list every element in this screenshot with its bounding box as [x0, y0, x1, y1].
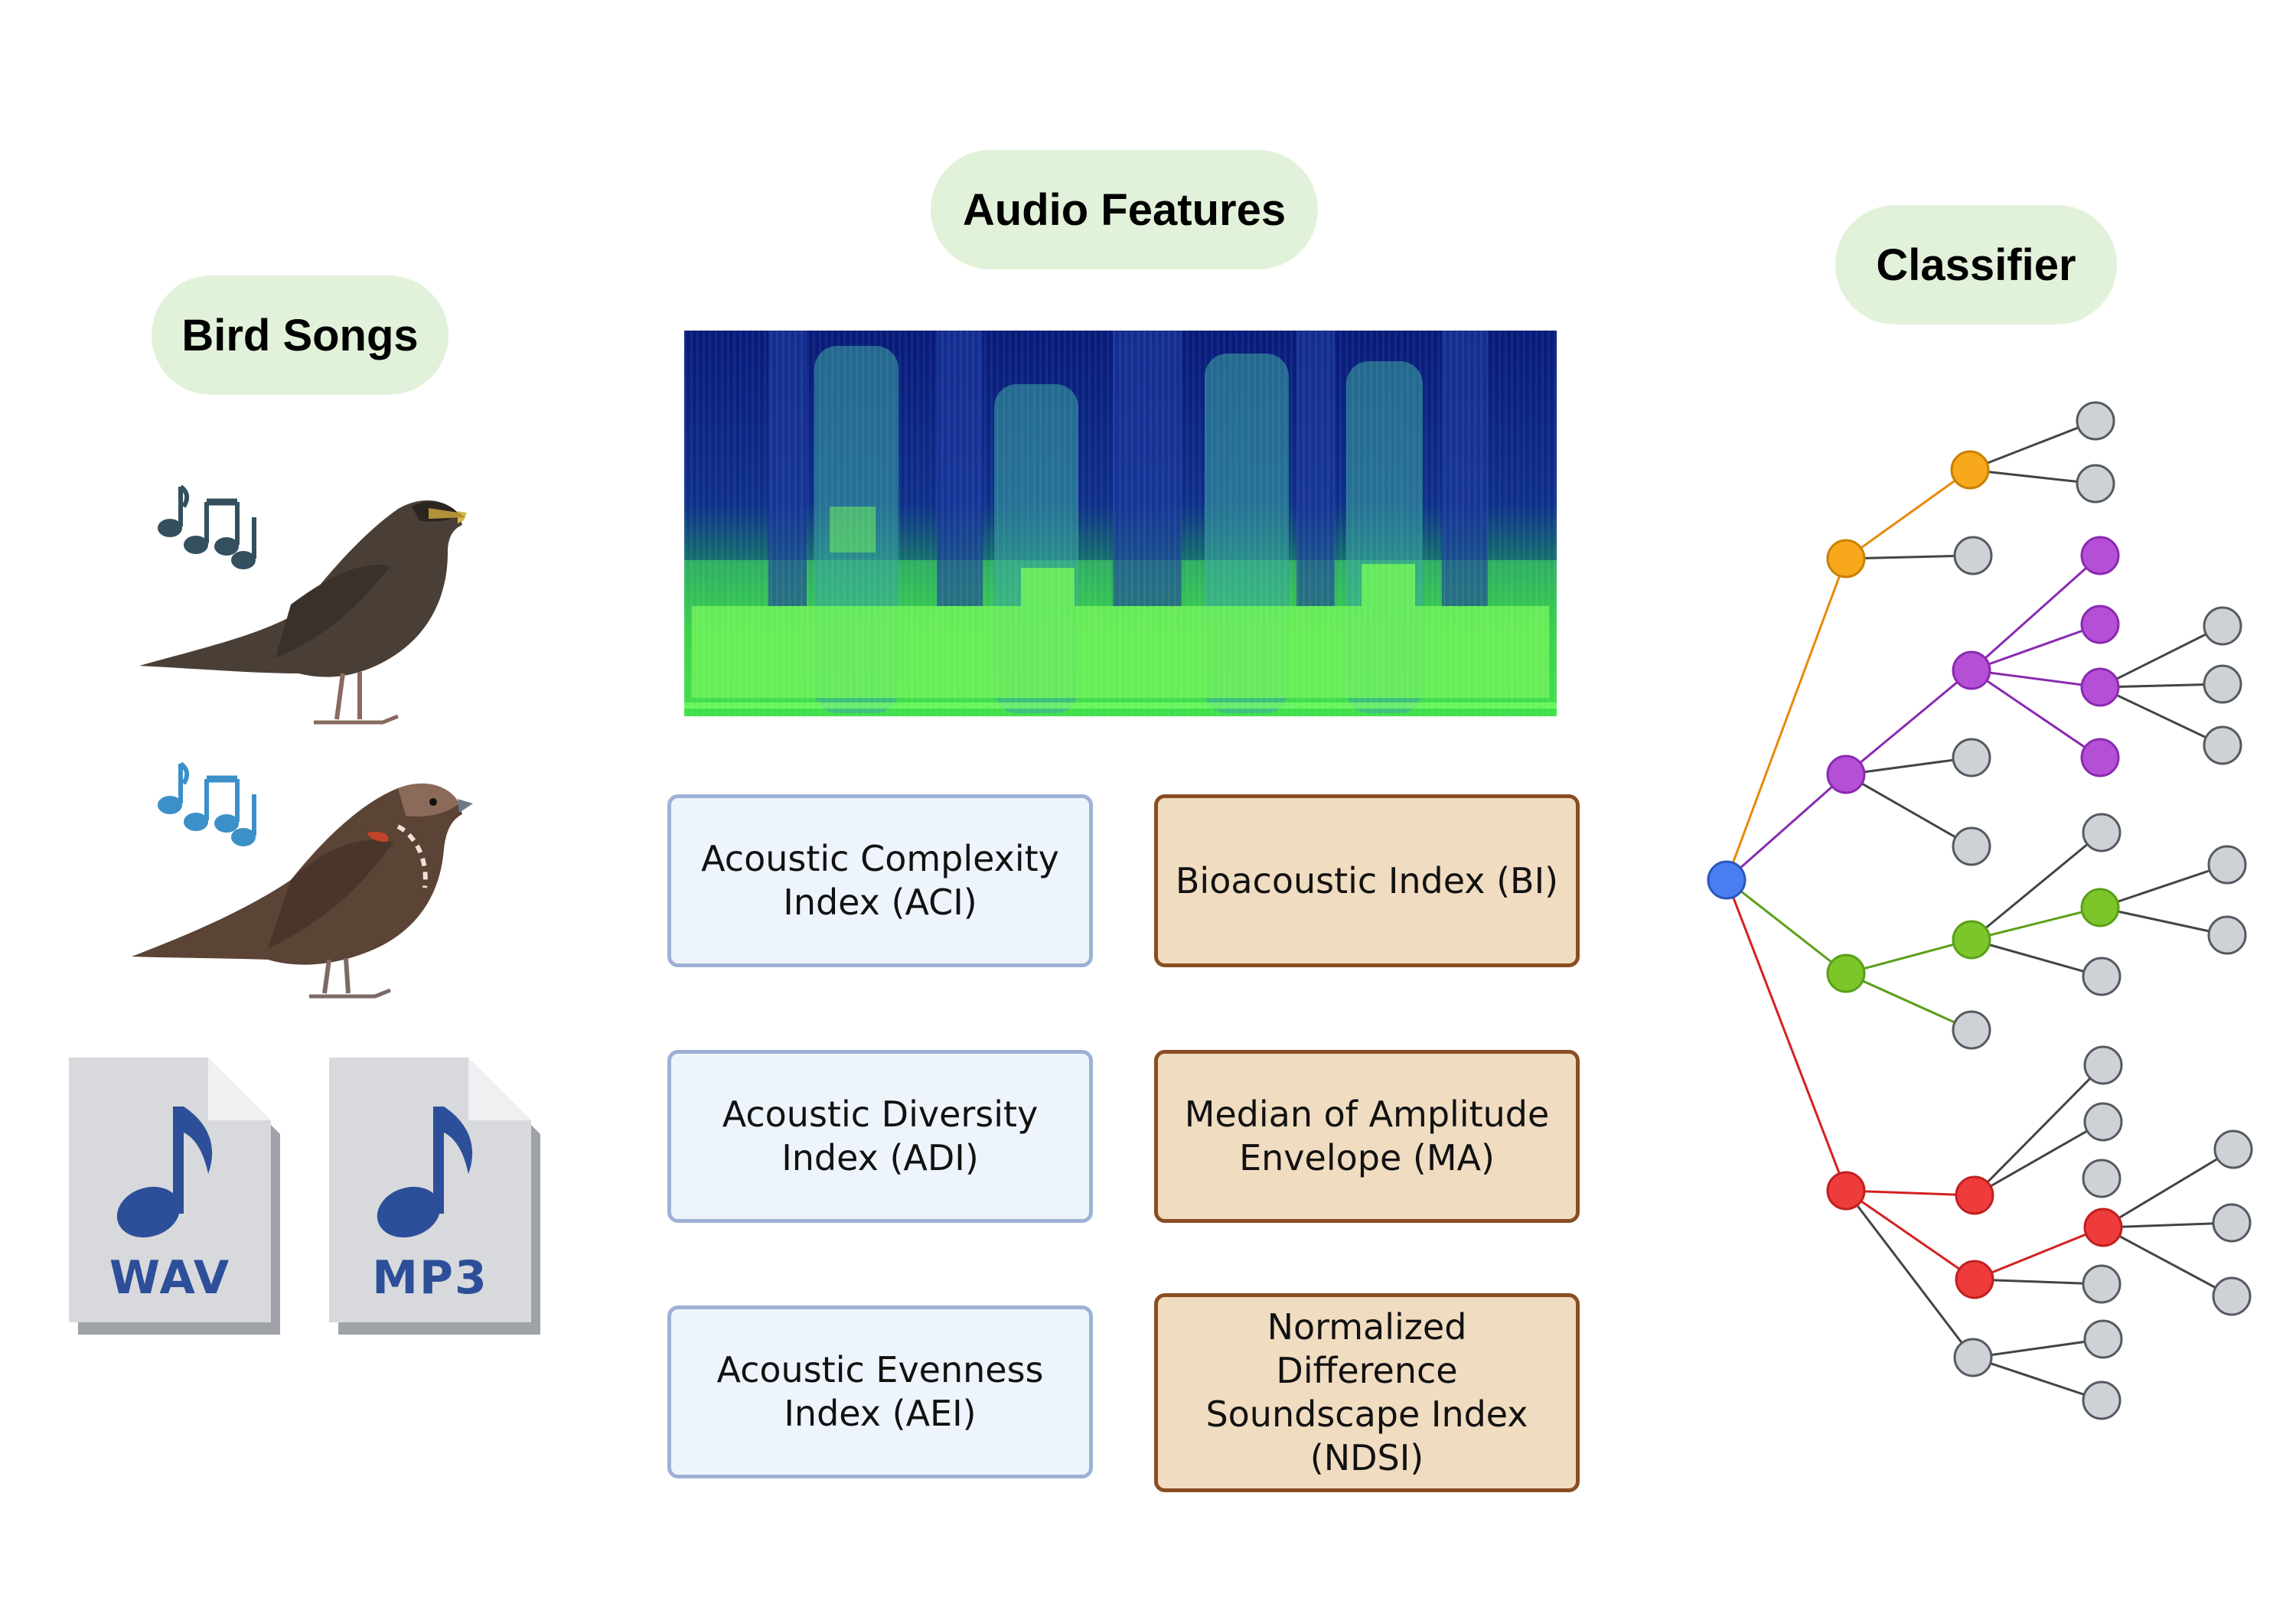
ma-box: Median of Amplitude Envelope (MA): [1154, 1050, 1580, 1223]
tree-node: [2080, 536, 2120, 575]
tree-root-node: [1707, 860, 1746, 900]
tree-leaf-node: [1952, 1010, 1991, 1050]
tree-leaf-node: [2082, 957, 2122, 996]
mp3-label: MP3: [372, 1251, 488, 1305]
tree-node: [1826, 755, 1866, 794]
mp3-file-icon: MP3: [329, 1058, 540, 1335]
tree-node: [1950, 450, 1990, 490]
tree-leaf-node: [2076, 401, 2115, 441]
tree-leaf-node: [2082, 813, 2122, 852]
tree-leaf-node: [2203, 664, 2242, 704]
tree-leaf-node: [2082, 1380, 2122, 1420]
aci-box: Acoustic Complexity Index (ACI): [667, 794, 1093, 967]
tree-node: [1826, 539, 1866, 579]
tree-leaf-node: [1953, 536, 1993, 575]
bird-illustration: [132, 783, 473, 999]
aei-box: Acoustic Evenness Index (AEI): [667, 1305, 1093, 1478]
tree-leaf-node: [2212, 1276, 2252, 1316]
tree-leaf-node: [2083, 1319, 2123, 1359]
tree-leaf-node: [2207, 845, 2247, 885]
tree-node: [1826, 1171, 1866, 1211]
tree-leaf-node: [2083, 1045, 2123, 1085]
music-notes-icon: [158, 484, 256, 569]
bi-box: Bioacoustic Index (BI): [1154, 794, 1580, 967]
tree-leaf-node: [1953, 1338, 1993, 1377]
tree-leaf-node: [2083, 1102, 2123, 1142]
ndsi-box: Normalized Difference Soundscape Index (…: [1154, 1293, 1580, 1492]
classifier-header: Classifier: [1835, 205, 2117, 324]
tree-node: [2080, 738, 2120, 777]
tree-leaf-node: [2212, 1203, 2252, 1243]
tree-node: [1826, 953, 1866, 993]
adi-box: Acoustic Diversity Index (ADI): [667, 1050, 1093, 1223]
music-notes-icon: [158, 761, 256, 846]
tree-node: [2080, 605, 2120, 644]
tree-node: [2080, 888, 2120, 927]
tree-node: [2083, 1208, 2123, 1247]
tree-node: [2080, 667, 2120, 707]
tree-leaf-node: [2082, 1264, 2122, 1304]
bird-illustration: [139, 500, 467, 725]
wav-file-icon: WAV: [69, 1058, 280, 1335]
bird-songs-header: Bird Songs: [152, 275, 448, 395]
tree-leaf-node: [2207, 915, 2247, 955]
tree-leaf-node: [2213, 1129, 2253, 1169]
tree-leaf-node: [1952, 738, 1991, 777]
audio-features-header: Audio Features: [931, 150, 1318, 269]
bird-songs-column: [132, 484, 473, 999]
tree-leaf-node: [1952, 826, 1991, 866]
tree-leaf-node: [2082, 1159, 2122, 1198]
tree-leaf-node: [2203, 606, 2242, 646]
tree-node: [1955, 1175, 1994, 1215]
tree-leaf-node: [2203, 725, 2242, 765]
tree-node: [1955, 1260, 1994, 1299]
tree-node: [1952, 920, 1991, 960]
tree-leaf-node: [2076, 464, 2115, 504]
wav-label: WAV: [109, 1251, 230, 1305]
tree-node: [1952, 650, 1991, 690]
decision-tree-diagram: [1707, 401, 2253, 1420]
spectrogram-image: [684, 331, 1557, 716]
